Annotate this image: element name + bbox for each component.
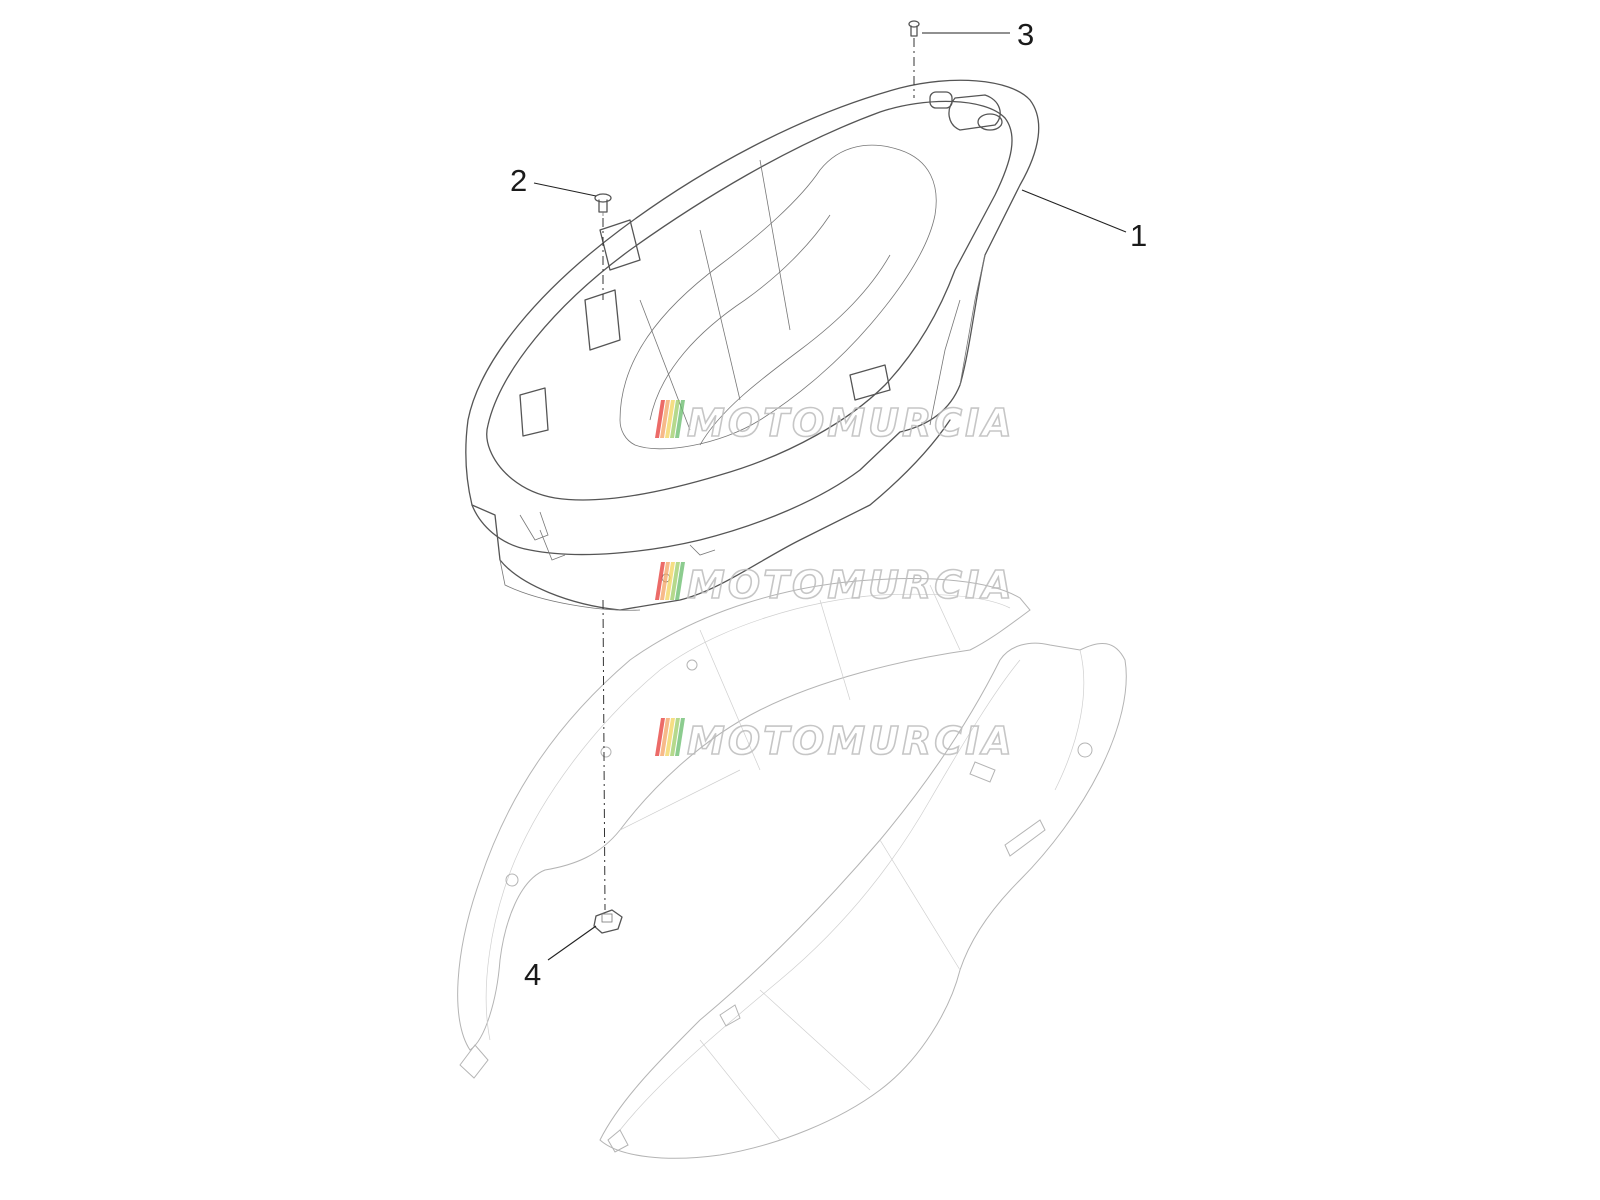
callout-1: 1 xyxy=(1130,218,1147,253)
screw-3 xyxy=(908,20,920,37)
watermark-text: MOTOMURCIA xyxy=(687,563,1015,607)
leader-line-2 xyxy=(533,182,597,197)
watermark-3: MOTOMURCIA xyxy=(655,718,1015,764)
watermark-stripes xyxy=(655,400,685,438)
watermark-stripes xyxy=(655,718,685,756)
watermark-stripe xyxy=(665,400,675,438)
watermark-stripe xyxy=(660,400,670,438)
watermark-stripe xyxy=(675,718,685,756)
left-side-panel xyxy=(457,578,1031,1079)
leader-line-1 xyxy=(1021,189,1127,233)
watermark-stripe xyxy=(665,718,675,756)
leader-line-4 xyxy=(547,925,597,961)
watermark-1: MOTOMURCIA xyxy=(655,400,1015,446)
watermark-2: MOTOMURCIA xyxy=(655,562,1015,608)
watermark-stripe xyxy=(670,718,680,756)
right-side-panel xyxy=(599,642,1127,1159)
callout-3: 3 xyxy=(1017,17,1034,52)
watermark-stripe xyxy=(670,400,680,438)
watermark-text: MOTOMURCIA xyxy=(687,719,1015,763)
watermark-stripe xyxy=(660,562,670,600)
callout-2: 2 xyxy=(510,163,527,198)
watermark-stripe xyxy=(655,562,665,600)
watermark-stripe xyxy=(665,562,675,600)
clip-nut-4 xyxy=(593,909,623,934)
watermark-text: MOTOMURCIA xyxy=(687,401,1015,445)
watermark-stripes xyxy=(655,562,685,600)
assembly-axis-clip-4 xyxy=(602,599,606,911)
helmet-compartment xyxy=(465,79,1040,611)
watermark-stripe xyxy=(655,718,665,756)
watermark-stripe xyxy=(675,562,685,600)
screw-2 xyxy=(594,193,612,216)
callout-4: 4 xyxy=(524,957,541,992)
watermark-stripe xyxy=(660,718,670,756)
watermark-stripe xyxy=(675,400,685,438)
watermark-stripe xyxy=(655,400,665,438)
watermark-stripe xyxy=(670,562,680,600)
